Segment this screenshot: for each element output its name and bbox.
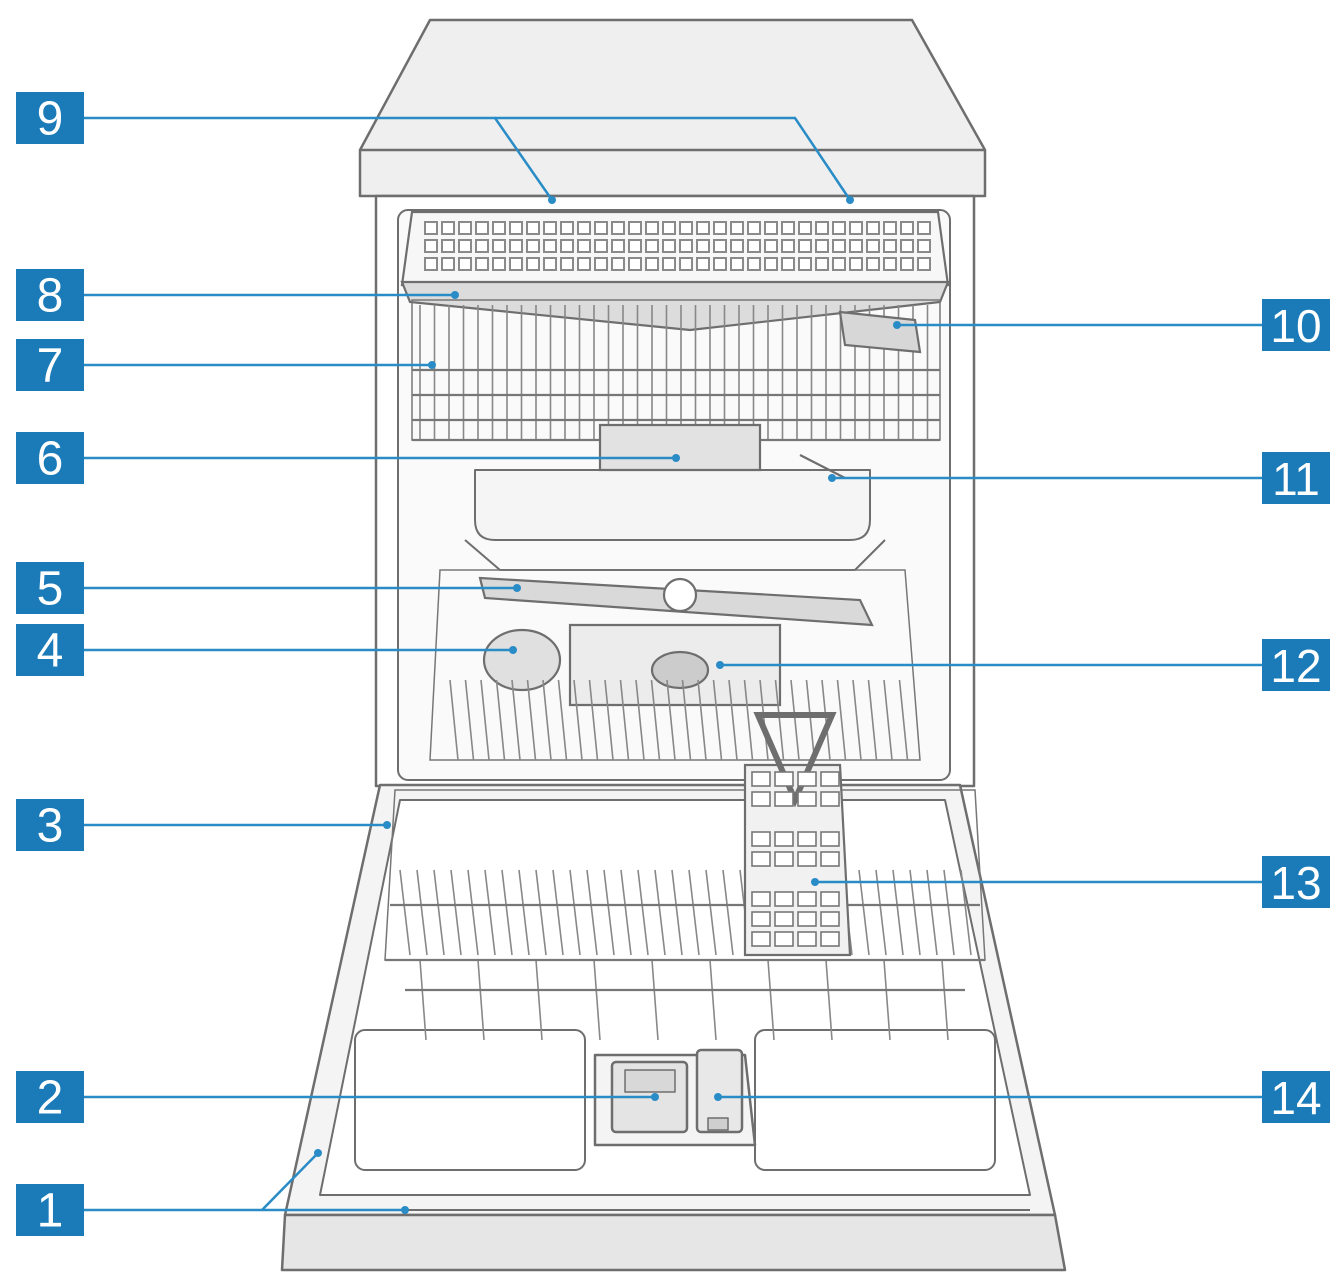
callout-10: 10 bbox=[1262, 299, 1330, 352]
callout-4: 4 bbox=[16, 624, 84, 678]
leader-9b bbox=[495, 116, 852, 201]
callout-6-label: 6 bbox=[37, 433, 64, 486]
callout-3: 3 bbox=[16, 799, 84, 853]
lower-basket bbox=[384, 569, 986, 1041]
callout-2-label: 2 bbox=[37, 1072, 64, 1125]
callout-14: 14 bbox=[1262, 1071, 1330, 1124]
callout-12-label: 12 bbox=[1270, 640, 1321, 692]
callout-3-label: 3 bbox=[37, 800, 64, 853]
callout-7-label: 7 bbox=[37, 340, 64, 393]
cutlery-basket-cells bbox=[751, 771, 840, 947]
worktop bbox=[358, 18, 987, 198]
upper-basket-handle bbox=[598, 423, 762, 472]
dispenser-unit bbox=[593, 1048, 757, 1147]
cutlery-basket bbox=[743, 712, 852, 957]
door-recess-right bbox=[754, 1029, 996, 1171]
back-panel bbox=[474, 469, 871, 541]
leader-1 bbox=[82, 1152, 319, 1212]
callout-7: 7 bbox=[16, 339, 84, 393]
leader-lines bbox=[82, 116, 1263, 1212]
callout-4-label: 4 bbox=[37, 625, 64, 678]
callout-badges: 9 8 7 6 5 4 3 2 bbox=[16, 92, 1330, 1238]
cutlery-tray-grid bbox=[424, 221, 931, 271]
callout-11: 11 bbox=[1262, 452, 1330, 505]
callout-1-label: 1 bbox=[37, 1185, 64, 1238]
leader-dots bbox=[314, 196, 901, 1214]
callout-5-label: 5 bbox=[37, 563, 64, 616]
callout-9: 9 bbox=[16, 92, 84, 146]
tray-front-bar bbox=[400, 280, 950, 332]
callout-5: 5 bbox=[16, 562, 84, 616]
door-recess-left bbox=[354, 1029, 586, 1171]
callout-14-label: 14 bbox=[1270, 1072, 1321, 1124]
callout-1: 1 bbox=[16, 1184, 84, 1238]
callout-8-label: 8 bbox=[37, 270, 64, 323]
salt-container bbox=[482, 628, 562, 692]
cutlery-tray bbox=[400, 210, 950, 332]
callout-6: 6 bbox=[16, 432, 84, 486]
callout-10-label: 10 bbox=[1270, 300, 1321, 352]
callout-13-label: 13 bbox=[1270, 857, 1321, 909]
callout-8: 8 bbox=[16, 269, 84, 323]
upper-basket bbox=[411, 299, 941, 479]
callout-13: 13 bbox=[1262, 856, 1330, 909]
door-base bbox=[280, 1213, 1067, 1272]
callout-12: 12 bbox=[1262, 639, 1330, 692]
callout-2: 2 bbox=[16, 1071, 84, 1125]
callout-9-label: 9 bbox=[37, 93, 64, 146]
callout-11-label: 11 bbox=[1272, 453, 1320, 505]
upper-basket-wires bbox=[419, 305, 929, 440]
cup-shelf bbox=[838, 310, 922, 354]
